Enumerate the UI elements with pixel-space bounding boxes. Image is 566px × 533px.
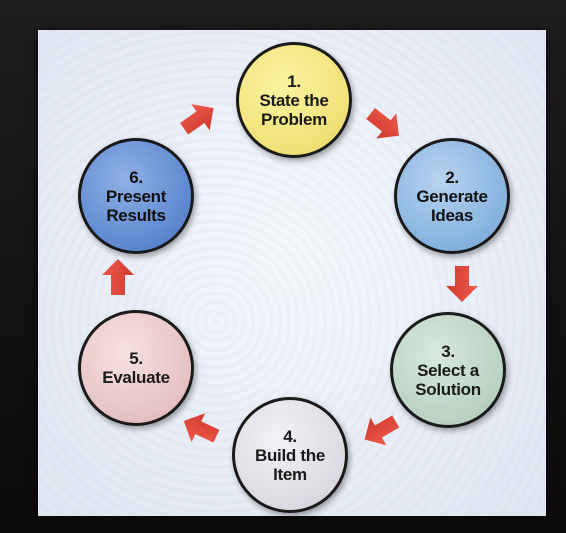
step-label: Build the Item <box>254 445 325 484</box>
arrow-6-to-1 <box>174 94 223 142</box>
step-label: State the Problem <box>259 90 329 129</box>
arrow-1-to-2 <box>360 100 409 149</box>
step-1-state-problem: 1. State the Problem <box>236 42 352 158</box>
step-number: 5. <box>129 349 143 368</box>
step-number: 3. <box>441 341 455 361</box>
step-label: Evaluate <box>102 368 170 387</box>
step-2-generate-ideas: 2. Generate Ideas <box>394 138 510 254</box>
step-number: 6. <box>129 167 143 187</box>
step-4-build-item: 4. Build the Item <box>232 397 348 513</box>
step-5-evaluate: 5. Evaluate <box>78 310 194 426</box>
step-3-select-solution: 3. Select a Solution <box>390 312 506 428</box>
step-number: 1. <box>287 71 301 91</box>
arrow-5-to-6 <box>102 259 134 295</box>
arrow-2-to-3 <box>446 266 478 302</box>
step-label: Present Results <box>105 186 167 225</box>
step-number: 4. <box>283 426 297 446</box>
arrow-4-to-5 <box>177 406 224 451</box>
step-label: Select a Solution <box>415 360 481 399</box>
arrow-3-to-4 <box>356 407 404 454</box>
step-number: 2. <box>445 167 459 187</box>
step-6-present-results: 6. Present Results <box>78 138 194 254</box>
step-label: Generate Ideas <box>416 186 488 225</box>
